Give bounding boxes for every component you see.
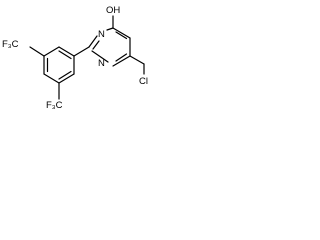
chlorine-label: Cl [139, 76, 148, 87]
hydroxyl-label: OH [106, 5, 120, 16]
cf3-top-bond [29, 46, 45, 57]
cf3-bottom-label: F₃C [46, 100, 63, 111]
pyrimidine-ring [88, 27, 131, 67]
ring-nitrogen-top: N [98, 29, 105, 40]
aryl-linker-bond [73, 46, 90, 57]
ring-nitrogen-bottom: N [98, 58, 105, 69]
chemical-structure: F₃C F₃C N N OH Cl [2, 5, 148, 111]
benzene-ring [43, 46, 75, 84]
cf3-top-label: F₃C [2, 39, 19, 50]
ch2-bond [129, 55, 145, 65]
